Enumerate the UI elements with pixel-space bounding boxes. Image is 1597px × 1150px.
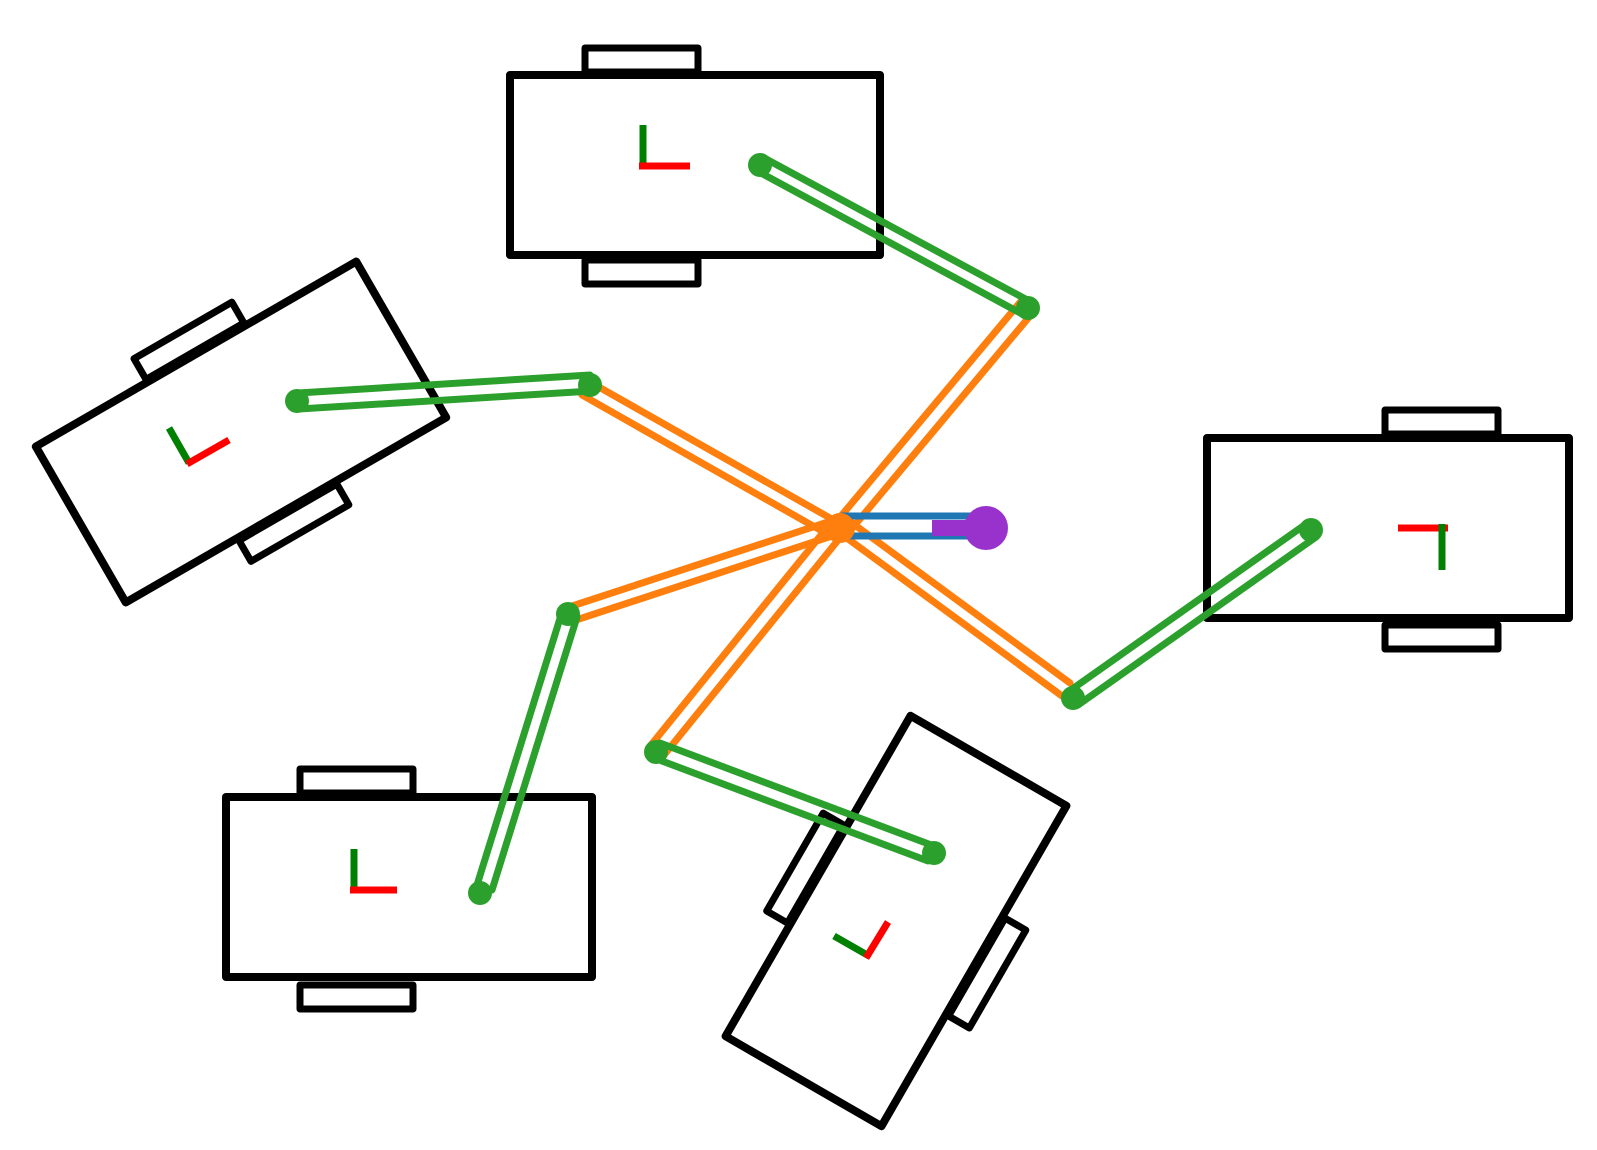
end-effector (932, 506, 1008, 550)
robot-bottom-left-wheel-upper (296, 765, 417, 797)
robot-left-frame-icon (165, 426, 231, 468)
hub-link-lower-right (836, 516, 1074, 700)
robot-bottom-right (721, 711, 1071, 1131)
robot-bottom-right-wheel-upper (763, 809, 848, 927)
robot-right-wheel-upper (1381, 406, 1502, 438)
joint-robot-right-elbow (1061, 686, 1085, 710)
joint-hub-center (825, 513, 855, 543)
joint-robot-bottom-right-base (922, 841, 946, 865)
leg-link-robot-bottom-right (650, 739, 938, 865)
robot-top-frame-icon (639, 125, 690, 170)
joint-robot-right-base (1299, 518, 1323, 542)
robot-top (506, 44, 884, 288)
robot-bottom-left-frame-icon (350, 849, 397, 894)
robot-bottom-right-frame-y-axis (832, 932, 871, 960)
robot-top-wheel-lower (581, 256, 702, 288)
joint-robot-top-elbow (1016, 296, 1040, 320)
robot-left (31, 257, 451, 607)
joint-robot-bottom-left-elbow (556, 602, 580, 626)
robot-right (1203, 406, 1573, 653)
leg-link-robot-bottom-left (473, 608, 581, 894)
robot-right-frame-icon (1398, 524, 1448, 570)
joint-robot-top-base (748, 153, 772, 177)
robot-bottom-right-frame-icon (832, 920, 891, 960)
hub-link-upper-right (832, 296, 1039, 536)
leg-links (294, 155, 1320, 894)
joint-robot-left-elbow (578, 373, 602, 397)
robot-bottom-left-body (222, 793, 596, 981)
robot-left-wheel-lower (235, 480, 353, 565)
joint-robot-left-base (285, 389, 309, 413)
hub-link-upper-left (578, 378, 841, 539)
hub-link-lower-center (647, 520, 847, 759)
robot-bottom-left (222, 765, 596, 1013)
leg-link-robot-right (1064, 520, 1320, 709)
robot-left-frame-y-axis (165, 426, 193, 465)
hub-links (562, 296, 1074, 759)
joint-robot-bottom-right-elbow (644, 740, 668, 764)
robot-right-wheel-lower (1381, 621, 1502, 653)
robot-top-wheel-upper (581, 44, 702, 76)
robot-right-body (1203, 434, 1573, 622)
robot-top-body (506, 71, 884, 259)
end-effector-head (964, 506, 1008, 550)
leg-link-robot-left (294, 371, 596, 413)
hub-link-lower-left (562, 516, 842, 626)
robot-bottom-right-frame-x-axis (863, 920, 891, 960)
robot-bottom-left-wheel-lower (296, 981, 417, 1013)
leg-link-robot-top (755, 155, 1035, 319)
robot-bottom-right-wheel-lower (945, 914, 1030, 1032)
joints (285, 153, 1323, 905)
robot-left-wheel-upper (130, 298, 248, 383)
joint-robot-bottom-left-base (468, 881, 492, 905)
robot-left-frame-x-axis (185, 436, 231, 468)
